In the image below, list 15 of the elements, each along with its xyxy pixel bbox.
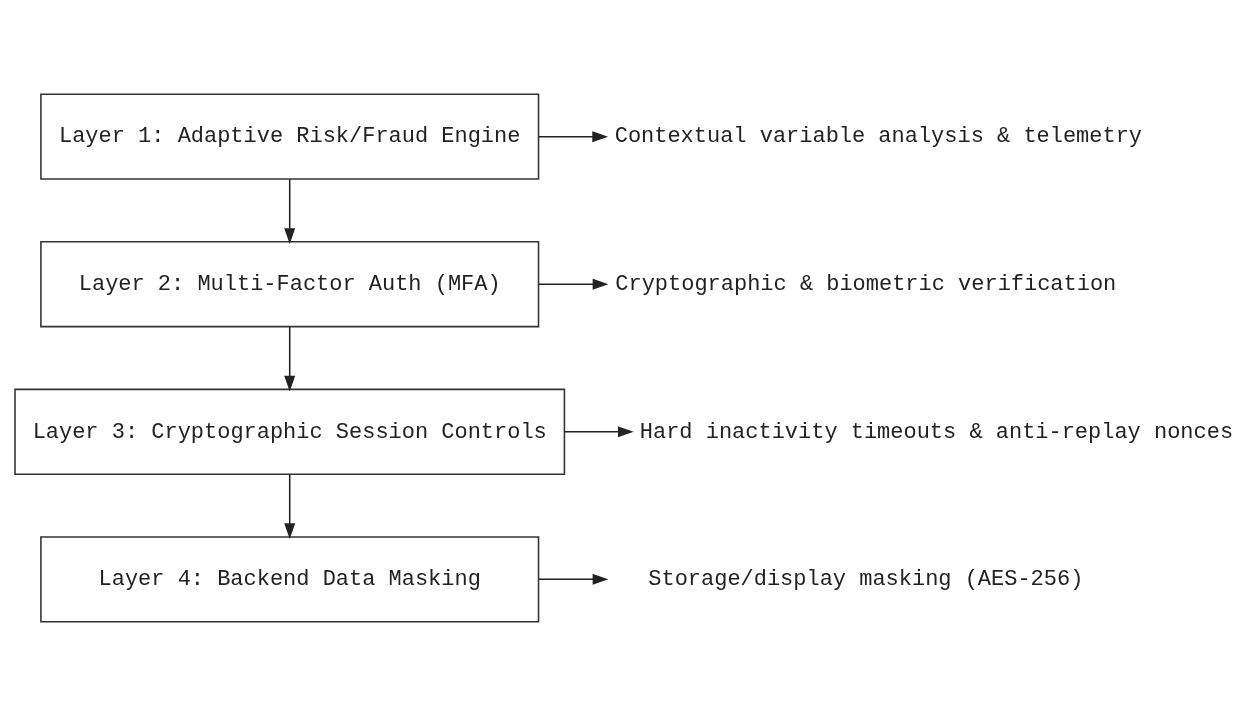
node-text: Cryptographic & biometric verification <box>615 272 1117 298</box>
arrow <box>538 278 609 290</box>
node-text: Hard inactivity timeouts & anti-replay nonces <box>639 419 1234 445</box>
node-text: Contextual variable analysis & telemetry <box>614 124 1143 150</box>
arrow <box>284 473 296 540</box>
arrow <box>563 426 634 438</box>
node-box: Layer 1: Adaptive Risk/Fraud Engine <box>40 93 540 180</box>
arrow <box>538 573 609 585</box>
node-text: Storage/display masking (AES-256) <box>648 567 1084 593</box>
node-box: Layer 2: Multi-Factor Auth (MFA) <box>40 241 540 328</box>
arrow <box>284 178 296 244</box>
arrow <box>284 326 296 392</box>
node-box: Layer 3: Cryptographic Session Controls <box>14 388 566 475</box>
arrow <box>537 131 609 143</box>
node-box: Layer 4: Backend Data Masking <box>40 536 540 623</box>
